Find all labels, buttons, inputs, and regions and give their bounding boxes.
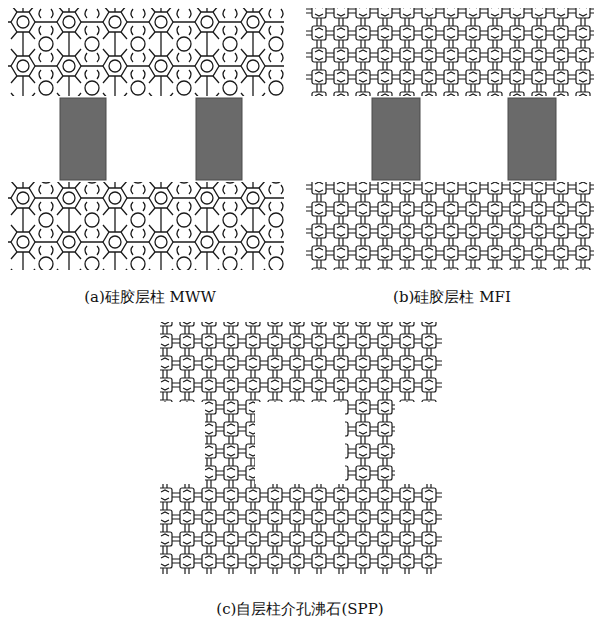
mfi-layer bbox=[160, 322, 442, 402]
silica-pillar bbox=[196, 98, 242, 180]
silica-pillar bbox=[60, 98, 106, 180]
mfi-layer bbox=[306, 182, 594, 270]
zeolite-pillar bbox=[345, 402, 395, 484]
panel-a-mww bbox=[8, 8, 284, 270]
zeolite-pillar bbox=[205, 402, 255, 484]
silica-pillar bbox=[372, 98, 420, 180]
panel-caption: (b)硅胶层柱 MFI bbox=[393, 288, 511, 306]
mfi-layer bbox=[160, 484, 442, 574]
mfi-layer bbox=[306, 8, 594, 96]
panel-caption: (c)自层柱介孔沸石(SPP) bbox=[216, 600, 383, 618]
panel-b-mfi bbox=[306, 8, 594, 270]
panel-c-spp bbox=[160, 322, 442, 574]
mww-layer bbox=[8, 8, 284, 96]
mww-layer bbox=[8, 182, 284, 270]
panel-caption: (a)硅胶层柱 MWW bbox=[84, 288, 216, 306]
silica-pillar bbox=[508, 98, 556, 180]
